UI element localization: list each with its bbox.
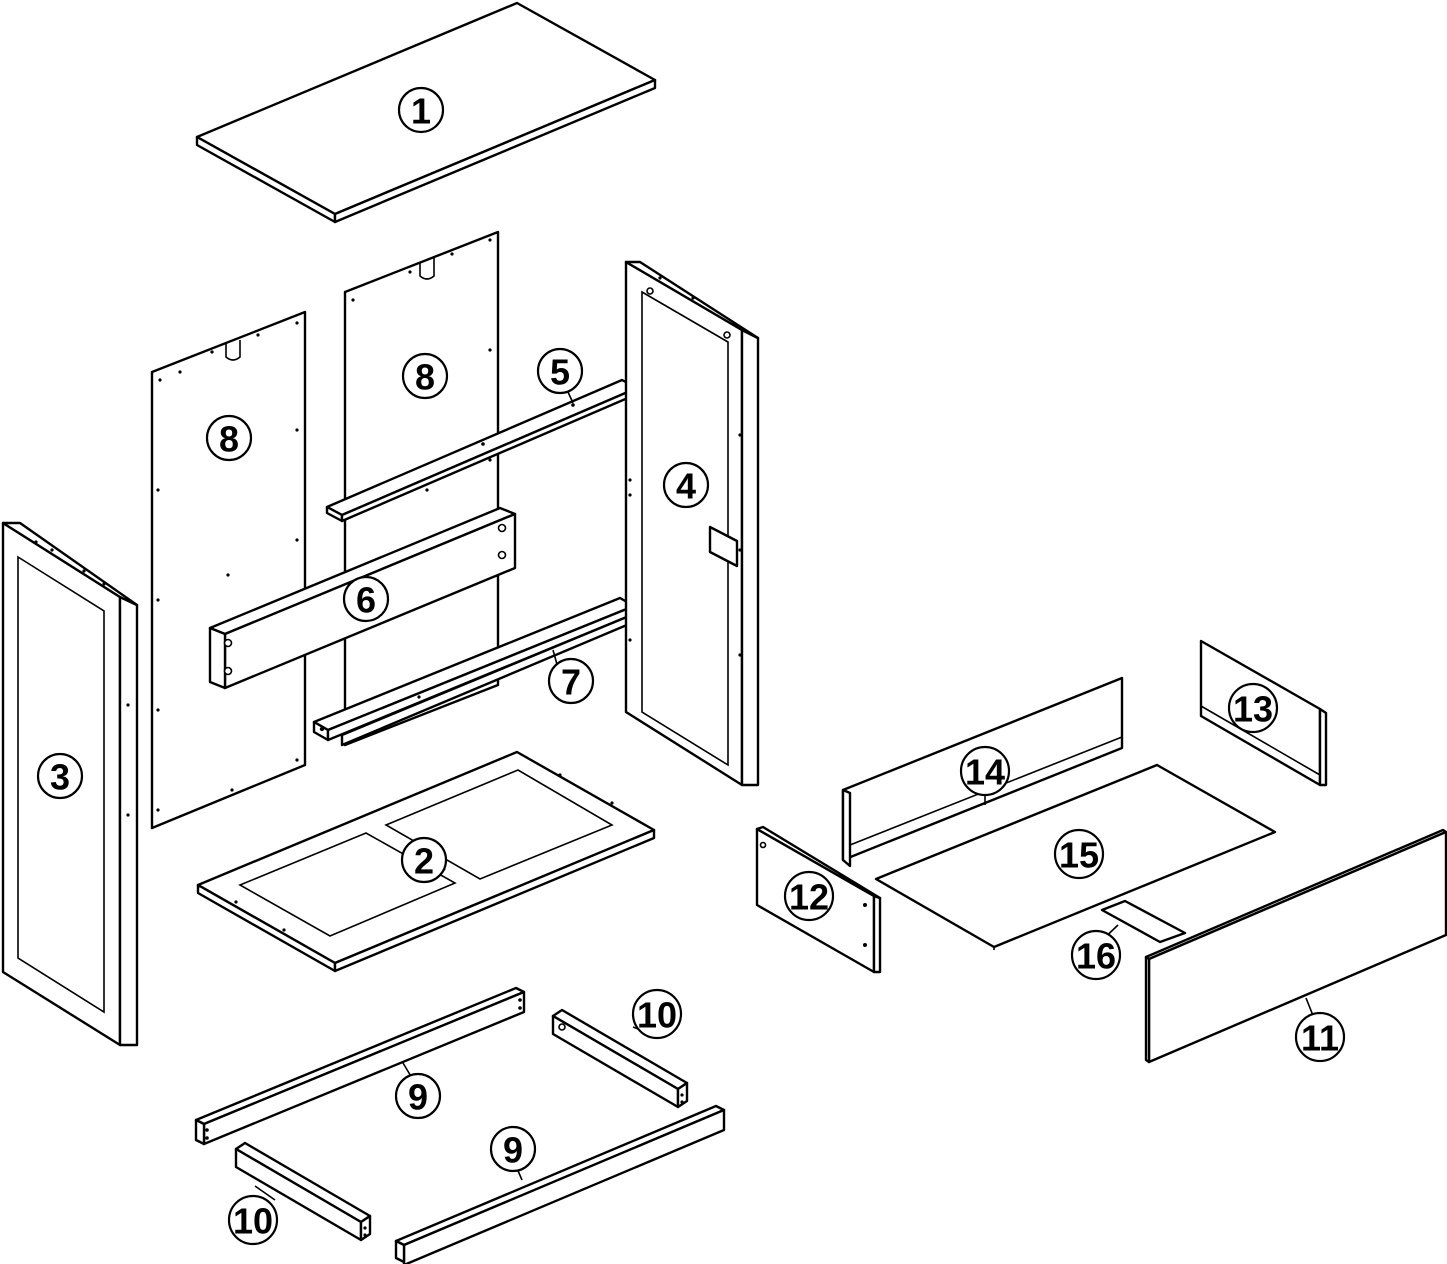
callout-10-upper: 10 xyxy=(631,988,683,1040)
part-9-base-rail-lower xyxy=(394,1104,726,1264)
callout-7: 7 xyxy=(547,657,595,705)
callout-10-lower: 10 xyxy=(227,1194,279,1246)
callout-15-label: 15 xyxy=(1059,835,1099,876)
callout-15: 15 xyxy=(1053,828,1105,880)
part-10-base-end-upper xyxy=(551,1008,689,1109)
callout-8-right-panel-label: 8 xyxy=(415,357,435,398)
callout-6: 6 xyxy=(342,575,390,623)
callout-9-lower-label: 9 xyxy=(503,1130,523,1171)
callout-13: 13 xyxy=(1227,682,1279,734)
callout-10-lower-label: 10 xyxy=(233,1201,273,1242)
callout-8-left-panel: 8 xyxy=(205,414,253,462)
callout-8-right-panel: 8 xyxy=(401,352,449,400)
part-11-drawer-front xyxy=(1144,828,1447,1064)
callout-16: 16 xyxy=(1070,929,1122,981)
callout-2: 2 xyxy=(400,836,448,884)
callout-14: 14 xyxy=(959,745,1011,797)
part-7-lower-rail xyxy=(312,596,636,747)
part-5-upper-rail xyxy=(325,378,639,523)
callout-11: 11 xyxy=(1294,1011,1346,1063)
callout-7-label: 7 xyxy=(561,662,581,703)
callout-1-label: 1 xyxy=(411,91,431,132)
part-4-right-side-frame xyxy=(624,260,760,787)
callout-8-left-panel-label: 8 xyxy=(219,419,239,460)
callout-12-label: 12 xyxy=(789,877,829,918)
callout-3: 3 xyxy=(36,752,84,800)
callout-5-label: 5 xyxy=(550,352,570,393)
callout-16-label: 16 xyxy=(1076,936,1116,977)
callout-1: 1 xyxy=(397,86,445,134)
part-16-drawer-runner xyxy=(1100,899,1187,944)
callout-10-upper-label: 10 xyxy=(637,995,677,1036)
callout-5: 5 xyxy=(536,347,584,395)
callout-9-upper-label: 9 xyxy=(408,1077,428,1118)
part-9-base-rail-upper xyxy=(194,986,526,1146)
callout-12: 12 xyxy=(783,870,835,922)
callout-9-upper: 9 xyxy=(394,1072,442,1120)
callout-2-label: 2 xyxy=(414,841,434,882)
callout-4: 4 xyxy=(662,461,710,509)
callout-6-label: 6 xyxy=(356,580,376,621)
callout-13-label: 13 xyxy=(1233,689,1273,730)
part-8-back-panel-left xyxy=(150,310,307,830)
callout-11-label: 11 xyxy=(1301,1018,1339,1059)
part-10-base-end-lower xyxy=(234,1141,372,1242)
callout-4-label: 4 xyxy=(676,466,696,507)
callout-14-label: 14 xyxy=(965,752,1005,793)
callout-3-label: 3 xyxy=(50,757,70,798)
callout-9-lower: 9 xyxy=(489,1125,537,1173)
